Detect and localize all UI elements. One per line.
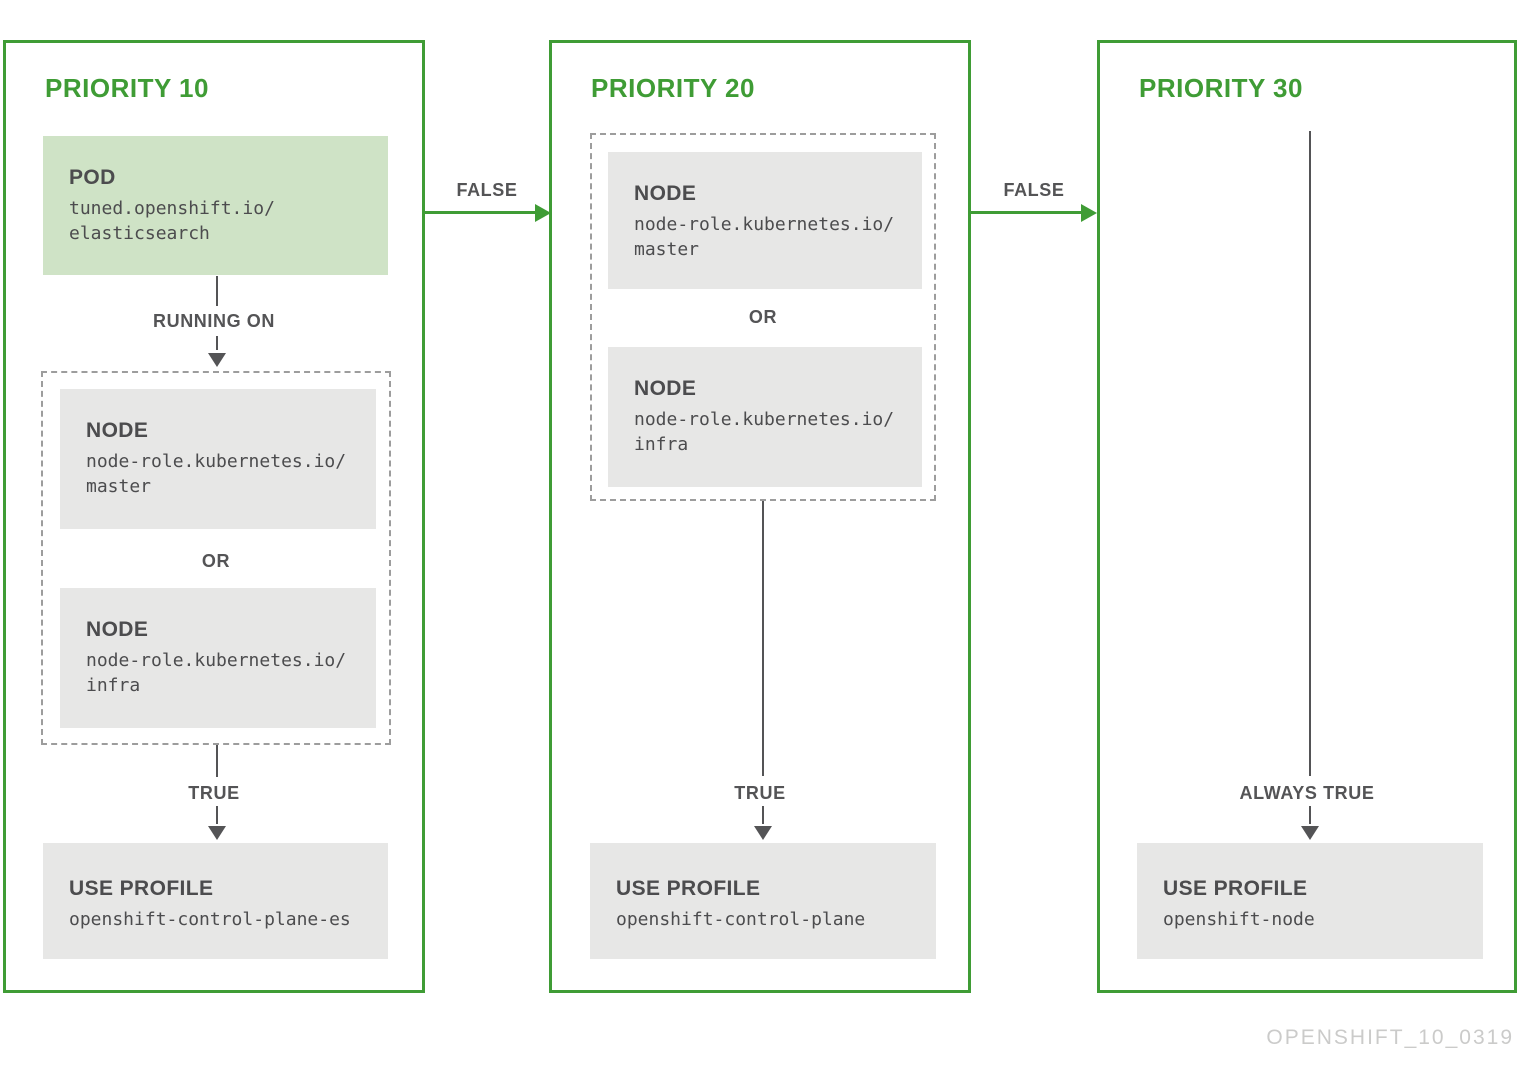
connector-line [216,745,218,777]
always-true-label: ALWAYS TRUE [1239,783,1375,803]
or-label: OR [748,307,778,327]
connector-line [216,806,218,824]
node-box-master: NODE node-role.kubernetes.io/ master [60,389,376,529]
true-label: TRUE [734,783,786,803]
node-label: NODE [634,377,697,400]
node-value: node-role.kubernetes.io/ master [634,214,895,260]
node-label: NODE [634,182,697,205]
node-box-infra: NODE node-role.kubernetes.io/ infra [608,347,922,487]
false-arrow-line [971,211,1083,214]
node-label: NODE [86,618,149,641]
use-profile-box: USE PROFILE openshift-control-plane-es [43,843,388,959]
node-selector-group: NODE node-role.kubernetes.io/ master OR … [41,371,391,745]
use-profile-label: USE PROFILE [616,877,761,900]
running-on-label: RUNNING ON [153,311,275,331]
node-value: node-role.kubernetes.io/ infra [634,409,895,455]
false-label: FALSE [1003,180,1065,200]
connector-line [762,806,764,824]
panel-priority-30: PRIORITY 30 ALWAYS TRUE USE PROFILE open… [1097,40,1517,993]
node-box-infra: NODE node-role.kubernetes.io/ infra [60,588,376,728]
use-profile-value: openshift-node [1163,909,1315,930]
use-profile-label: USE PROFILE [1163,877,1308,900]
use-profile-label: USE PROFILE [69,877,214,900]
panel-title: PRIORITY 30 [1139,73,1303,103]
arrow-right-icon [535,203,551,222]
pod-box: POD tuned.openshift.io/ elasticsearch [43,136,388,275]
arrow-down-icon [1301,826,1319,840]
arrow-right-icon [1081,203,1097,222]
pod-label: POD [69,166,116,189]
node-value: node-role.kubernetes.io/ master [86,451,347,497]
node-label: NODE [86,419,149,442]
node-selector-group: NODE node-role.kubernetes.io/ master OR … [590,133,936,501]
false-arrow-line [425,211,537,214]
arrow-down-icon [208,353,226,367]
arrow-down-icon [754,826,772,840]
watermark-text: OPENSHIFT_10_0319 [1266,1026,1514,1049]
true-label: TRUE [188,783,240,803]
connector-line [216,276,218,306]
node-box-master: NODE node-role.kubernetes.io/ master [608,152,922,289]
connector-line [216,336,218,350]
arrow-down-icon [208,826,226,840]
use-profile-value: openshift-control-plane-es [69,909,351,930]
or-label: OR [201,551,231,571]
connector-line [1309,806,1311,824]
use-profile-box: USE PROFILE openshift-node [1137,843,1483,959]
panel-title: PRIORITY 20 [591,73,755,103]
panel-title: PRIORITY 10 [45,73,209,103]
use-profile-value: openshift-control-plane [616,909,866,930]
false-label: FALSE [456,180,518,200]
panel-priority-20: PRIORITY 20 NODE node-role.kubernetes.io… [549,40,971,993]
panel-priority-10: PRIORITY 10 POD tuned.openshift.io/ elas… [3,40,425,993]
node-value: node-role.kubernetes.io/ infra [86,650,347,696]
connector-line [1309,131,1311,776]
use-profile-box: USE PROFILE openshift-control-plane [590,843,936,959]
connector-line [762,501,764,776]
pod-value: tuned.openshift.io/ elasticsearch [69,198,275,244]
